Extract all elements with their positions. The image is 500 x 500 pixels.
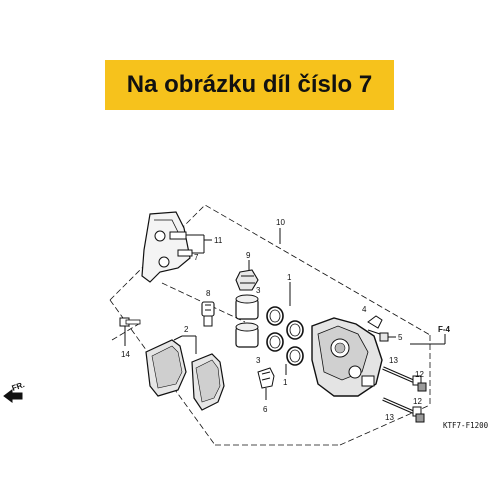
part-label-10: 10 xyxy=(276,218,285,227)
part-label-1-bottom: 1 xyxy=(283,378,288,387)
part-label-3-top: 3 xyxy=(256,286,261,295)
part-label-3-bottom: 3 xyxy=(256,356,261,365)
part-label-13-bottom: 13 xyxy=(385,413,394,422)
part-number-banner: Na obrázku díl číslo 7 xyxy=(105,60,394,110)
part-label-14: 14 xyxy=(121,350,130,359)
part-label-7: 7 xyxy=(194,253,199,262)
front-direction-label: FR. xyxy=(11,380,26,393)
caliper-pistons xyxy=(235,294,259,348)
drawing-code: KTF7-F1200 xyxy=(443,421,489,430)
bracket-bolt xyxy=(119,317,141,346)
slide-pin xyxy=(201,301,215,327)
pin-boot xyxy=(235,260,259,291)
front-arrow-icon xyxy=(3,389,23,403)
part-label-11: 11 xyxy=(214,236,223,245)
piston-seals xyxy=(266,282,304,375)
caliper-bracket xyxy=(141,211,212,283)
part-label-4: 4 xyxy=(362,305,367,314)
part-label-6: 6 xyxy=(263,405,268,414)
part-label-2: 2 xyxy=(184,325,189,334)
pad-spring xyxy=(257,367,275,400)
bleeder-screw xyxy=(367,315,396,342)
part-label-5: 5 xyxy=(398,333,403,342)
part-label-9: 9 xyxy=(246,251,251,260)
part-label-12-top: 12 xyxy=(415,370,424,379)
part-label-13-top: 13 xyxy=(389,356,398,365)
bolt-caps xyxy=(415,382,427,423)
caliper-body xyxy=(311,317,383,397)
part-label-8: 8 xyxy=(206,289,211,298)
brake-pads xyxy=(145,335,225,411)
part-label-12-bottom: 12 xyxy=(413,397,422,406)
banner-text: Na obrázku díl číslo 7 xyxy=(126,71,373,98)
reference-label: F-4 xyxy=(438,325,451,334)
reference-arrow xyxy=(410,334,446,345)
part-label-1-top: 1 xyxy=(287,273,292,282)
